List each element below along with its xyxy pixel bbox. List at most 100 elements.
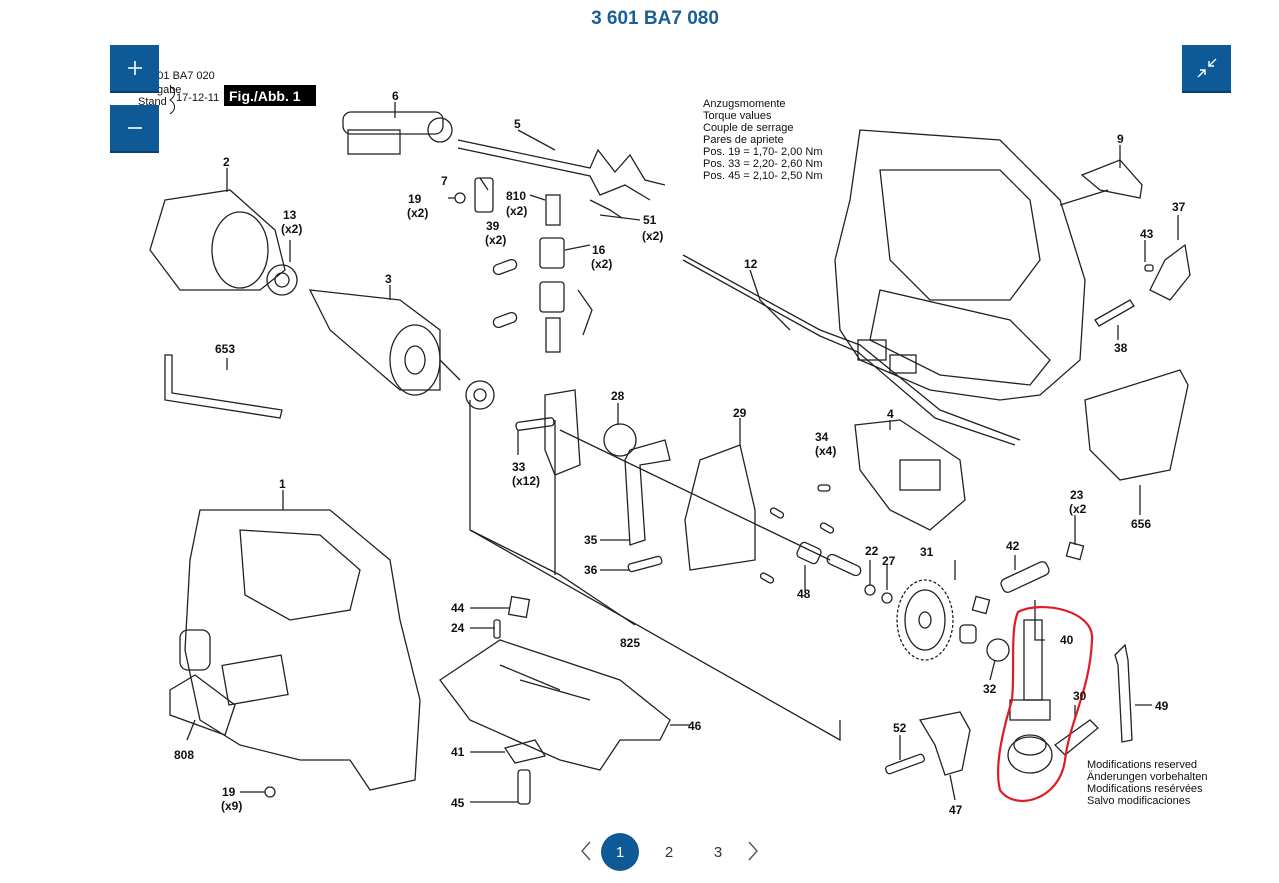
- label-49: 49: [1155, 699, 1169, 713]
- page-button-1[interactable]: 1: [601, 833, 639, 871]
- label-36: 36: [584, 563, 598, 577]
- label-29: 29: [733, 406, 747, 420]
- label-39-qty: (x2): [485, 233, 506, 247]
- label-810-qty: (x2): [506, 204, 527, 218]
- svg-text:Anzugsmomente: Anzugsmomente: [703, 98, 786, 110]
- part-3-armature: [308, 289, 461, 396]
- label-22: 22: [865, 544, 879, 558]
- label-19b: 19: [222, 785, 236, 799]
- label-38: 38: [1114, 341, 1128, 355]
- part-40-plunger: [1007, 619, 1053, 774]
- label-34-qty: (x4): [815, 444, 836, 458]
- plus-icon: [127, 61, 142, 75]
- page-button-3[interactable]: 3: [713, 843, 723, 861]
- part-12-cable: [682, 254, 1021, 441]
- label-23: 23: [1070, 488, 1084, 502]
- label-808: 808: [174, 748, 194, 762]
- label-42: 42: [1006, 539, 1020, 553]
- label-16-qty: (x2): [591, 257, 612, 271]
- label-30: 30: [1073, 689, 1087, 703]
- part-9-housing: [834, 129, 1086, 401]
- label-51-qty: (x2): [642, 229, 663, 243]
- label-3: 3: [385, 272, 392, 286]
- svg-text:Modifications resérvées: Modifications resérvées: [1087, 783, 1203, 795]
- label-35: 35: [584, 533, 598, 547]
- label-12: 12: [744, 257, 758, 271]
- part-653-hexkey: [164, 354, 283, 419]
- part-825-baseplate: [439, 639, 671, 771]
- part-1-housing: [179, 509, 421, 791]
- label-41: 41: [451, 745, 465, 759]
- svg-text:Couple de serrage: Couple de serrage: [703, 122, 794, 134]
- zoom-in-button[interactable]: [110, 45, 159, 93]
- label-7: 7: [441, 174, 448, 188]
- label-32: 32: [983, 682, 997, 696]
- label-28: 28: [611, 389, 625, 403]
- svg-text:Pos. 33 = 2,20- 2,60 Nm: Pos. 33 = 2,20- 2,60 Nm: [703, 158, 823, 170]
- part-6-shaft: [342, 111, 453, 155]
- modifications-note: Modifications reserved Änderungen vorbeh…: [1087, 759, 1207, 807]
- header-code: 3 601 BA7 020: [142, 70, 215, 82]
- page-button-2[interactable]: 2: [664, 843, 674, 861]
- label-37: 37: [1172, 200, 1186, 214]
- label-825: 825: [620, 636, 640, 650]
- label-24: 24: [451, 621, 465, 635]
- fullscreen-toggle-button[interactable]: [1182, 45, 1231, 93]
- part-49-clip: [1114, 643, 1133, 743]
- label-48: 48: [797, 587, 811, 601]
- label-40: 40: [1060, 633, 1074, 647]
- next-page-button[interactable]: [742, 832, 764, 870]
- label-31: 31: [920, 545, 934, 559]
- part-labels: 1 2 3 4 5 6 7 9 12 13 (x2) 16 (x2) 19 (x…: [174, 89, 1186, 817]
- label-33: 33: [512, 460, 526, 474]
- collapse-arrows-icon: [1197, 58, 1216, 78]
- label-23-qty: (x2: [1069, 502, 1087, 516]
- label-51: 51: [643, 213, 657, 227]
- label-810: 810: [506, 189, 526, 203]
- label-19a-qty: (x2): [407, 206, 428, 220]
- label-13-qty: (x2): [281, 222, 302, 236]
- label-45: 45: [451, 796, 465, 810]
- part-2-stator: [149, 189, 286, 291]
- svg-text:Pares de apriete: Pares de apriete: [703, 134, 784, 146]
- label-46: 46: [688, 719, 702, 733]
- label-27: 27: [882, 554, 896, 568]
- part-5-rod: [457, 139, 666, 186]
- label-2: 2: [223, 155, 230, 169]
- page-title: 3 601 BA7 080: [591, 8, 719, 29]
- svg-text:Änderungen vorbehalten: Änderungen vorbehalten: [1087, 771, 1207, 783]
- highlight-loop: [997, 605, 1094, 802]
- label-656: 656: [1131, 517, 1151, 531]
- label-39: 39: [486, 219, 500, 233]
- label-6: 6: [392, 89, 399, 103]
- chevron-left-icon: [581, 841, 591, 861]
- label-9: 9: [1117, 132, 1124, 146]
- pagination: 1 2 3: [570, 832, 770, 872]
- label-34: 34: [815, 430, 829, 444]
- label-47: 47: [949, 803, 963, 817]
- label-1: 1: [279, 477, 286, 491]
- label-52: 52: [893, 721, 907, 735]
- label-19a: 19: [408, 192, 422, 206]
- torque-note: Anzugsmomente Torque values Couple de se…: [703, 98, 823, 182]
- label-5: 5: [514, 117, 521, 131]
- prev-page-button[interactable]: [575, 832, 597, 870]
- label-43: 43: [1140, 227, 1154, 241]
- fig-badge: Fig./Abb. 1: [229, 88, 301, 104]
- label-33-qty: (x12): [512, 474, 540, 488]
- label-16: 16: [592, 243, 606, 257]
- svg-text:Torque values: Torque values: [703, 110, 772, 122]
- header-date: 17-12-11: [176, 92, 219, 104]
- part-31-gear: [896, 579, 954, 661]
- label-13: 13: [283, 208, 297, 222]
- svg-text:Modifications reserved: Modifications reserved: [1087, 759, 1197, 771]
- svg-text:Salvo modificaciones: Salvo modificaciones: [1087, 795, 1191, 807]
- minus-icon: [127, 127, 142, 129]
- part-9-plate: [1080, 159, 1143, 199]
- label-4: 4: [887, 407, 894, 421]
- svg-text:Pos. 45 = 2,10- 2,50 Nm: Pos. 45 = 2,10- 2,50 Nm: [703, 170, 823, 182]
- zoom-out-button[interactable]: [110, 105, 159, 153]
- label-44: 44: [451, 601, 465, 615]
- chevron-right-icon: [748, 841, 758, 861]
